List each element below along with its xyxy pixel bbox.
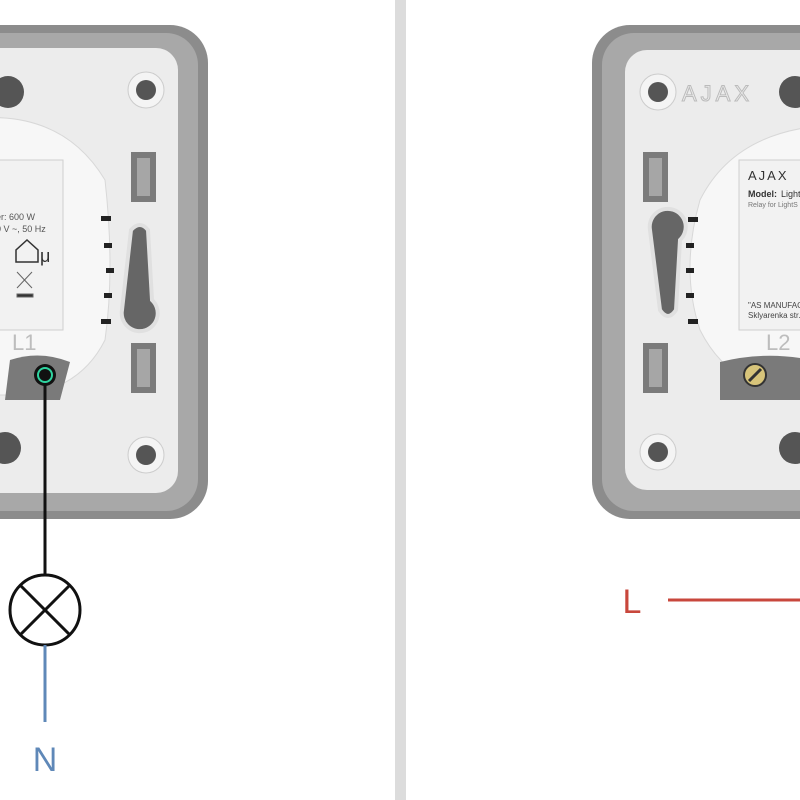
address-text: Sklyarenka str., ! — [748, 311, 800, 320]
micro-symbol: μ — [40, 246, 50, 266]
ajax-logo-embossed: AJAX — [682, 81, 753, 106]
manufacturer-text: "AS MANUFACT — [748, 301, 800, 310]
left-device: er: 600 W 0 V ~, 50 Hz μ L1 — [0, 25, 208, 519]
terminal-label-l1: L1 — [12, 330, 36, 355]
model-value: Light — [781, 189, 800, 199]
voltage-label: 0 V ~, 50 Hz — [0, 224, 46, 234]
power-label: er: 600 W — [0, 212, 36, 222]
live-label: L — [623, 583, 642, 621]
terminal-label-l2: L2 — [766, 330, 790, 355]
home-icon — [15, 238, 39, 263]
terminal-led-icon — [37, 367, 53, 383]
label-ajax-logo: AJAX — [748, 168, 789, 183]
panel-divider — [395, 0, 406, 800]
right-device: AJAX AJAX Model: Light Relay for LightS … — [592, 25, 800, 519]
weee-bin-icon — [16, 271, 34, 298]
lamp-icon — [8, 573, 82, 647]
relay-text: Relay for LightS — [748, 202, 798, 209]
model-prefix: Model: — [748, 189, 777, 199]
neutral-label: N — [33, 741, 58, 779]
